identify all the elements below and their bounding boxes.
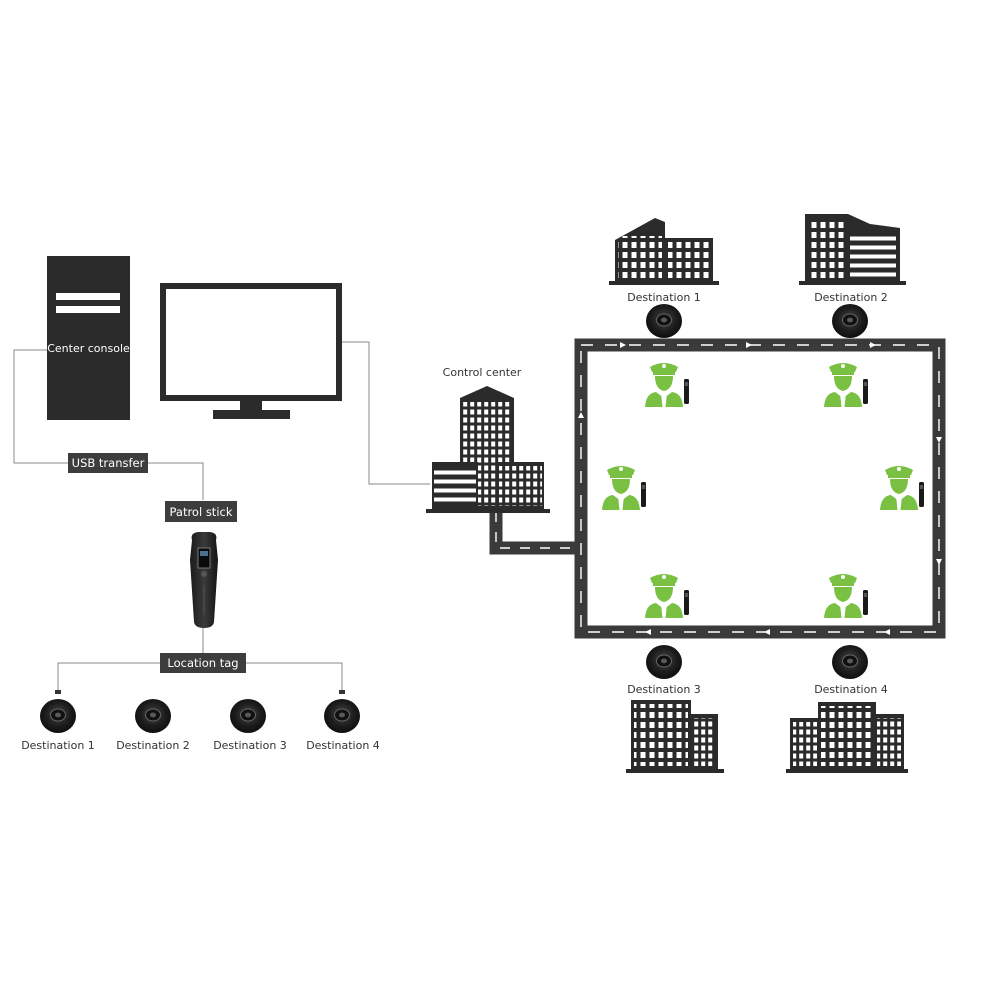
center-console-tower: Center console <box>47 256 130 420</box>
tag-item: Destination 4 <box>306 690 380 752</box>
usb-transfer-label: USB transfer <box>72 456 145 470</box>
destination-label: Destination 1 <box>627 291 701 304</box>
guard-icon <box>880 466 924 510</box>
destination-label: Destination 3 <box>627 683 701 696</box>
location-tag-icon <box>39 698 77 734</box>
destination-building-icon <box>799 214 906 285</box>
location-tag-icon <box>323 698 361 734</box>
monitor <box>160 283 342 419</box>
location-tag-box: Location tag <box>160 653 246 673</box>
tag-item: Destination 3 <box>213 698 287 752</box>
usb-transfer-tag: USB transfer <box>68 453 148 473</box>
patrol-stick-device <box>190 532 218 628</box>
tag-destination-label: Destination 3 <box>213 739 287 752</box>
location-tag-icon <box>831 644 869 680</box>
left-tag-list: Destination 1 Destination 2 Destination … <box>21 690 380 752</box>
destination-label: Destination 2 <box>814 291 888 304</box>
location-tag-icon <box>645 644 683 680</box>
destination-4-site: Destination 4 <box>786 644 908 773</box>
location-tag-icon <box>229 698 267 734</box>
guard-icon <box>602 466 646 510</box>
console-usb-connector <box>13 349 204 500</box>
tag-destination-label: Destination 1 <box>21 739 95 752</box>
destination-building-icon <box>626 700 724 773</box>
tag-destination-label: Destination 4 <box>306 739 380 752</box>
control-center-building: Control center <box>426 366 550 513</box>
destination-label: Destination 4 <box>814 683 888 696</box>
location-tag-icon <box>645 303 683 339</box>
monitor-control-connector <box>342 341 430 485</box>
destination-building-icon <box>786 702 908 773</box>
patrol-road <box>489 338 946 639</box>
guard-icon <box>645 574 689 618</box>
tag-item: Destination 1 <box>21 690 95 752</box>
road-direction-arrows <box>578 342 942 635</box>
tag-item: Destination 2 <box>116 698 190 752</box>
guard-icon <box>824 363 868 407</box>
destination-3-site: Destination 3 <box>626 644 724 773</box>
patrol-stick-label: Patrol stick <box>169 505 232 519</box>
patrol-map: Control center Destination 1 <box>426 214 946 773</box>
location-tag-label: Location tag <box>167 656 238 670</box>
location-tag-icon <box>134 698 172 734</box>
left-system: Center console USB transfer Patrol stick <box>13 256 380 752</box>
tag-destination-label: Destination 2 <box>116 739 190 752</box>
destination-2-site: Destination 2 <box>799 214 906 339</box>
patrol-guards <box>602 363 924 618</box>
center-console-label: Center console <box>47 342 130 355</box>
control-center-label: Control center <box>443 366 522 379</box>
guard-icon <box>645 363 689 407</box>
guard-icon <box>824 574 868 618</box>
location-tag-icon <box>831 303 869 339</box>
destination-building-icon <box>609 218 719 285</box>
patrol-stick-tag: Patrol stick <box>165 501 237 522</box>
destination-1-site: Destination 1 <box>609 218 719 339</box>
